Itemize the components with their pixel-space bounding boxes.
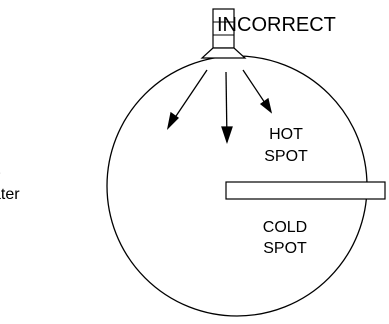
hot-spot-label-line1: HOT	[269, 126, 303, 143]
flow-arrow-right-head	[259, 97, 273, 114]
probe-bar	[225, 181, 386, 200]
cold-spot-label-line1: COLD	[262, 219, 308, 236]
flow-arrows	[166, 69, 273, 145]
flow-arrow-left-head	[166, 111, 180, 130]
hot-spot-label-line2: SPOT	[264, 148, 308, 165]
cold-spot-label-line2: SPOT	[263, 240, 307, 257]
title-label: INCORRECT	[217, 14, 336, 36]
left-cut-text-line2: ater	[0, 186, 20, 203]
inlet-pipe	[200, 8, 247, 59]
flow-arrow-center-head	[221, 126, 233, 145]
